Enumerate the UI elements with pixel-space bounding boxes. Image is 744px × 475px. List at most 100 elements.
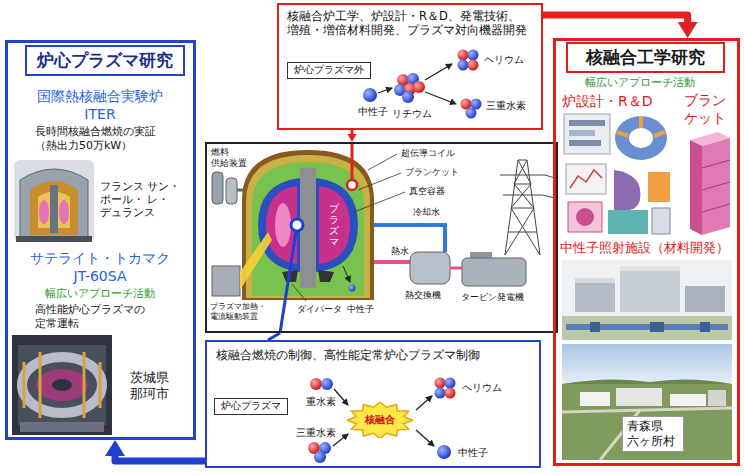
bottom-particles bbox=[435, 388, 446, 399]
top-particles bbox=[413, 81, 425, 93]
location-text: 青森県 六ヶ所村 bbox=[622, 416, 684, 452]
connector bbox=[348, 130, 357, 142]
reactor-illustration bbox=[343, 266, 350, 282]
irradiation-facility bbox=[562, 316, 732, 340]
irradiation-facility bbox=[620, 270, 680, 312]
design-montage bbox=[569, 140, 601, 146]
jt60sa-illustration bbox=[52, 379, 72, 391]
reactor-illustration bbox=[410, 252, 450, 284]
particle-label: 中性子 bbox=[458, 447, 488, 459]
section-title: ブラン ケット bbox=[684, 92, 732, 127]
part-label: プラズマ加熱・ 電流駆動装置 bbox=[209, 302, 275, 322]
bottom-particles bbox=[416, 430, 434, 446]
reactor-box: 燃料 供給装置超伝導コイルブランケット真空容器冷却水プラズマプラズマ加熱・ 電流… bbox=[205, 142, 558, 333]
reactor-illustration bbox=[319, 186, 350, 264]
design-montage bbox=[568, 202, 602, 232]
particle-label: ヘリウム bbox=[462, 382, 502, 394]
description: 高性能炉心プラズマの 定常運転 bbox=[35, 303, 153, 331]
fusion-starburst: 核融合 bbox=[347, 402, 413, 439]
jt60sa-illustration bbox=[18, 345, 106, 425]
reactor-illustration bbox=[450, 267, 462, 270]
iter-illustration bbox=[14, 160, 94, 242]
heading-box: 核融合工学研究 bbox=[566, 42, 725, 73]
heading-box: 炉心プラズマ研究 bbox=[25, 45, 185, 76]
arrow-head bbox=[105, 440, 125, 456]
plasma-label: プラズマ bbox=[329, 203, 339, 247]
site-photo bbox=[562, 344, 732, 384]
jt60sa-illustration bbox=[83, 352, 86, 418]
part-label: ダイバータ bbox=[296, 304, 343, 315]
blanket-module bbox=[690, 140, 702, 235]
top-particles bbox=[466, 108, 477, 119]
design-montage bbox=[564, 114, 610, 154]
design-montage bbox=[615, 116, 667, 160]
top-particles bbox=[468, 60, 479, 71]
iter-illustration bbox=[20, 169, 88, 240]
reactor-illustration bbox=[226, 178, 237, 204]
part-label: 燃料 供給装置 bbox=[210, 147, 252, 168]
reactor-illustration bbox=[292, 154, 405, 301]
reactor-illustration bbox=[500, 175, 555, 198]
iter-illustration bbox=[50, 185, 58, 233]
top-particles bbox=[425, 92, 456, 104]
irradiation-facility bbox=[575, 278, 615, 283]
blanket-module bbox=[702, 160, 730, 168]
connector-line bbox=[115, 454, 205, 461]
program-tag: 幅広いアプローチ活動 bbox=[20, 287, 180, 301]
location-text: フランス サン・ポール・ レ・デュランス bbox=[100, 180, 186, 219]
iter-illustration bbox=[39, 200, 49, 224]
irradiation-facility bbox=[562, 260, 732, 340]
jt60sa-illustration bbox=[20, 422, 104, 432]
iter-illustration bbox=[14, 160, 94, 242]
particle-label: 重水素 bbox=[306, 396, 336, 408]
reactor-illustration bbox=[374, 260, 410, 264]
design-montage bbox=[566, 164, 606, 194]
starburst-shape bbox=[347, 402, 413, 439]
bottom-particles bbox=[445, 388, 456, 399]
reactor-illustration bbox=[291, 219, 303, 231]
top-particles bbox=[458, 60, 469, 71]
connector bbox=[105, 440, 205, 461]
particle-label: ヘリウム bbox=[484, 54, 524, 66]
bottom-particles bbox=[334, 389, 348, 405]
irradiation-facility bbox=[575, 282, 615, 312]
connector-line bbox=[543, 15, 688, 24]
blanket-module bbox=[702, 138, 730, 235]
reactor-illustration bbox=[349, 285, 356, 292]
jt60sa-illustration bbox=[12, 335, 112, 435]
connector bbox=[543, 15, 698, 38]
top-particles bbox=[402, 91, 414, 103]
reactor-illustration bbox=[500, 160, 555, 255]
top-particles bbox=[363, 88, 377, 102]
site-photo bbox=[670, 394, 706, 406]
arrow-head bbox=[678, 22, 698, 38]
particle-label: リチウム bbox=[392, 108, 432, 120]
part-label: 真空容器 bbox=[408, 186, 446, 197]
particle-label: 中性子 bbox=[358, 106, 388, 118]
jt60sa-illustration bbox=[24, 352, 100, 418]
design-montage bbox=[569, 120, 605, 126]
reactor-illustration bbox=[275, 203, 291, 247]
design-montage bbox=[617, 116, 665, 136]
research-panel: 幅広いアプローチ活動炉設計・R＆Dブラン ケット中性子照射施設（材料開発）青森県… bbox=[553, 38, 740, 466]
reactor-illustration bbox=[292, 284, 306, 301]
design-montage bbox=[570, 170, 602, 188]
top-particles bbox=[378, 88, 392, 93]
blanket-module bbox=[690, 132, 730, 235]
site-photo bbox=[616, 388, 662, 406]
design-montage bbox=[614, 170, 640, 211]
reactor-illustration bbox=[368, 154, 397, 170]
box-text: 核融合工学研究 bbox=[586, 47, 705, 68]
design-montage bbox=[569, 130, 595, 136]
jt60sa-illustration bbox=[39, 352, 42, 418]
part-label: 冷却水 bbox=[412, 207, 441, 218]
box-text: 炉心プラズマ研究 bbox=[37, 50, 173, 71]
blanket-module bbox=[702, 182, 730, 190]
irradiation-facility bbox=[562, 260, 732, 340]
iter-illustration bbox=[59, 200, 69, 224]
reactor-illustration bbox=[462, 258, 526, 286]
research-panel: 国際熱核融合実験炉 ITER長時間核融合燃焼の実証 （熱出力50万kW）フランス… bbox=[5, 40, 196, 440]
bottom-particles bbox=[310, 378, 322, 390]
